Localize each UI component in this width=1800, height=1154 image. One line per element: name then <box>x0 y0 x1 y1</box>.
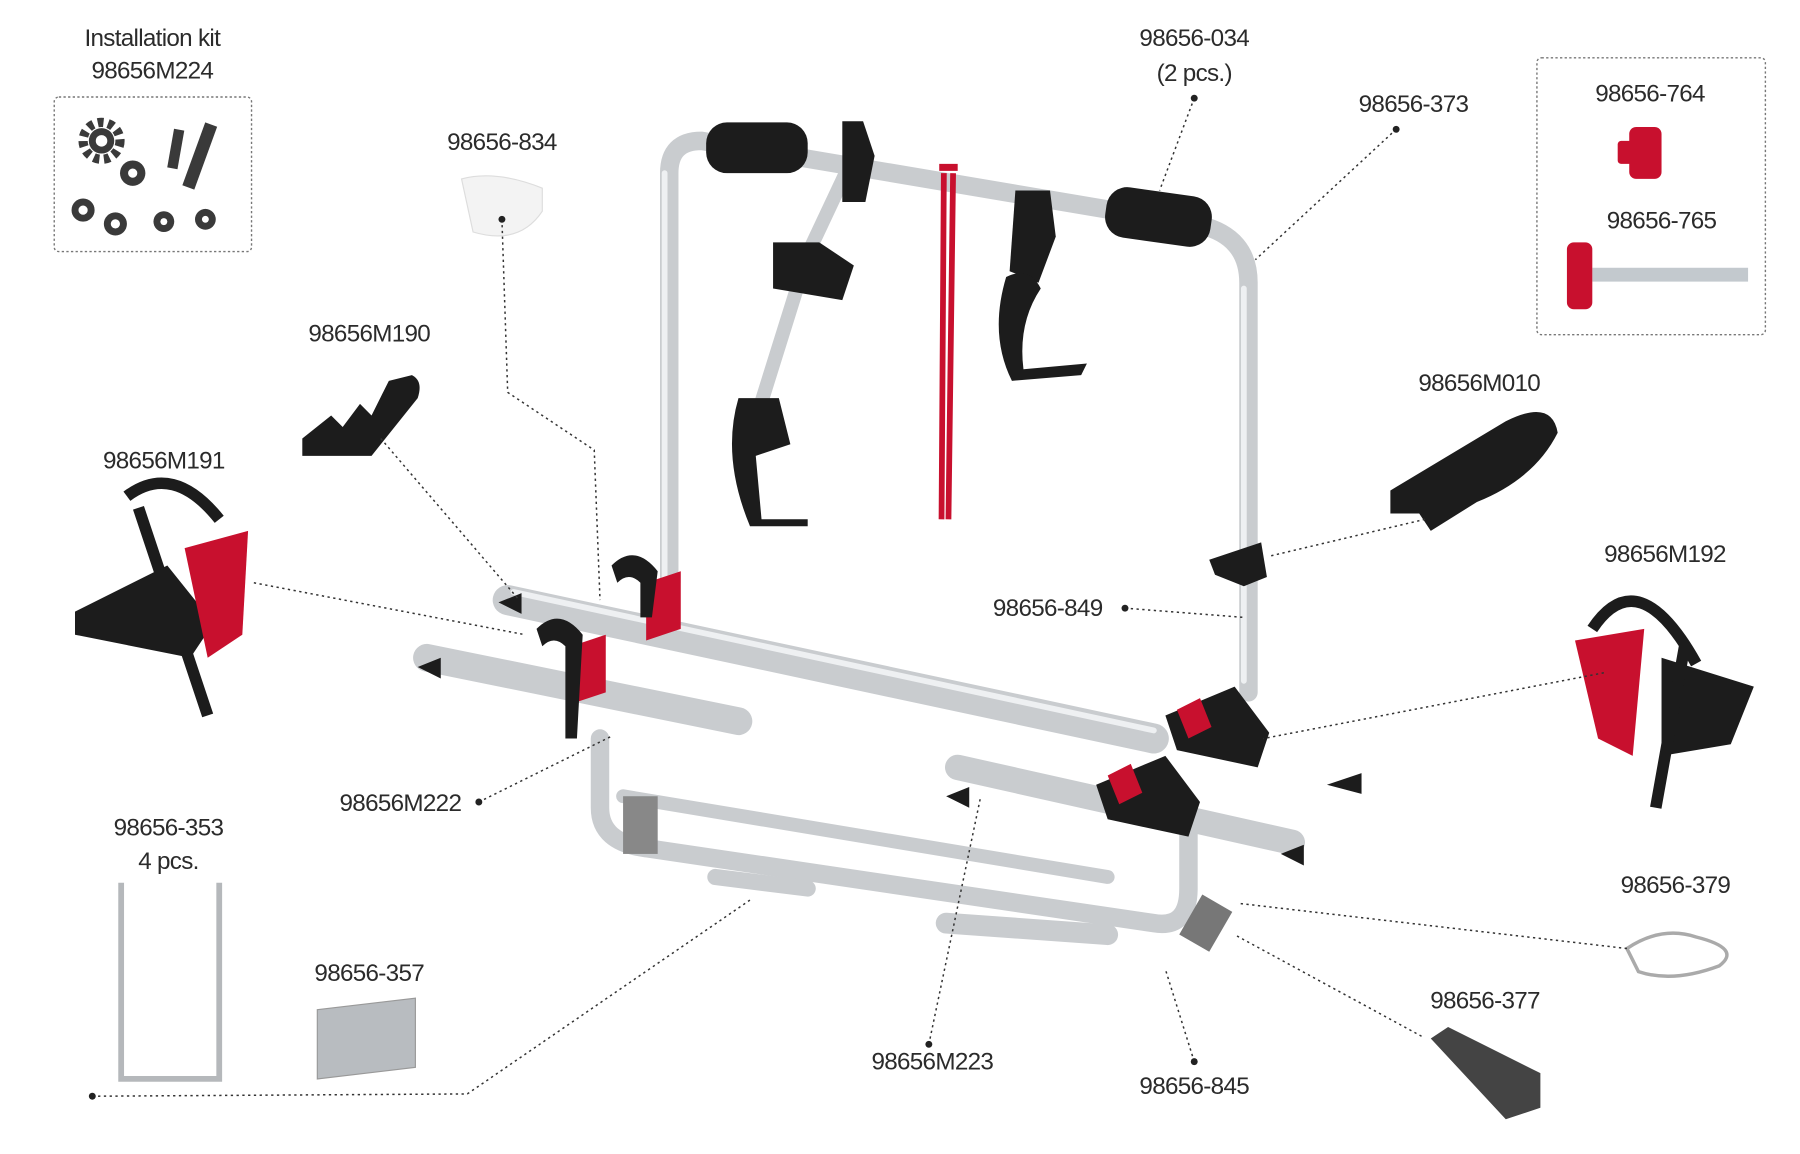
gear-icon <box>78 117 146 186</box>
red-knob-icon <box>1617 127 1662 179</box>
part-number-98656M192: 98656M192 <box>1604 541 1726 568</box>
knob-box <box>1536 57 1767 336</box>
knob-bolt-icon <box>1566 242 1749 310</box>
lock-bracket-part <box>1430 1027 1541 1120</box>
part-number-98656-834: 98656-834 <box>447 129 557 156</box>
foam-pad-right <box>1105 187 1212 247</box>
part-number-98656-373: 98656-373 <box>1359 91 1469 118</box>
part-number-98656M224: 98656M224 <box>91 58 213 85</box>
part-number-98656-845: 98656-845 <box>1139 1073 1249 1100</box>
installation-kit-label: Installation kit <box>84 25 221 52</box>
part-qty-98656-034: (2 pcs.) <box>1157 60 1232 87</box>
u-bolt-part <box>118 882 223 1082</box>
nut-icon <box>153 208 216 232</box>
foam-pad-left <box>706 122 808 174</box>
wheel-chock-part <box>302 375 420 456</box>
part-number-98656-357: 98656-357 <box>314 960 424 987</box>
part-number-98656M222: 98656M222 <box>340 790 462 817</box>
wheel-cradle-part-right <box>1575 595 1754 809</box>
part-number-98656-765: 98656-765 <box>1607 208 1717 235</box>
part-number-98656-377: 98656-377 <box>1430 988 1540 1015</box>
part-number-98656-379: 98656-379 <box>1621 872 1731 899</box>
installation-kit: Installation kit 98656M224 <box>53 25 253 253</box>
wheel-cradle-part-left <box>75 477 249 718</box>
part-number-98656-034: 98656-034 <box>1139 25 1249 52</box>
part-number-98656-764: 98656-764 <box>1595 81 1705 108</box>
part-number-98656M010: 98656M010 <box>1418 370 1540 397</box>
arm-holder-part <box>1390 412 1558 531</box>
part-number-98656-849: 98656-849 <box>993 595 1103 622</box>
leader-lines <box>88 94 1628 1100</box>
part-number-98656M223: 98656M223 <box>871 1049 993 1076</box>
pin-clip-part <box>1624 931 1729 978</box>
part-number-98656-353: 98656-353 <box>114 814 224 841</box>
part-number-98656M190: 98656M190 <box>308 321 430 348</box>
white-pad-part <box>460 175 543 237</box>
chain-link-icon <box>71 198 127 236</box>
part-number-98656M191: 98656M191 <box>103 448 225 475</box>
kit-box <box>53 96 253 253</box>
mounting-bracket-part <box>316 997 416 1080</box>
part-qty-98656-353: 4 pcs. <box>138 848 198 875</box>
bike-rack-illustration <box>413 121 1362 952</box>
screw-icon <box>167 122 218 190</box>
